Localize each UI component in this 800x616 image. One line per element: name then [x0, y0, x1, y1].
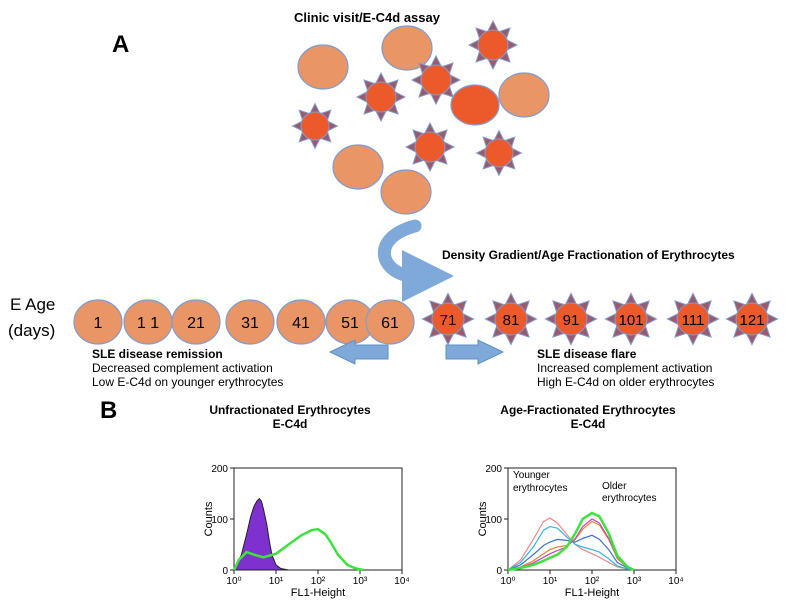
age-cell-label: 41	[292, 315, 310, 332]
young-erythrocyte	[381, 25, 433, 71]
age-cell-label: 101	[618, 312, 643, 329]
age-cell-young	[171, 299, 221, 345]
x-tick-label: 10³	[627, 576, 642, 587]
old-erythrocyte-spiky	[404, 121, 456, 173]
right-arrow	[445, 339, 505, 365]
age-cell-label: 91	[563, 312, 580, 329]
curved-arrow	[377, 219, 454, 302]
histogram-line-series	[507, 517, 635, 571]
age-cell-label: 81	[503, 312, 520, 329]
remission-line2: Low E-C4d on younger erythrocytes	[92, 375, 283, 389]
x-tick-label: 10⁰	[226, 576, 241, 587]
age-cell-label: 51	[341, 315, 359, 332]
flare-line2: High E-C4d on older erythrocytes	[537, 375, 714, 389]
age-fractionated-histogram: 0 100 200 10⁰ 10¹ 10² 10³ 10⁴ FL1-Height Counts	[477, 464, 684, 599]
x-tick-label: 10²	[311, 576, 326, 587]
young-erythrocyte	[498, 72, 550, 118]
age-cell-old	[666, 292, 720, 346]
old-erythrocyte-spiky	[291, 102, 339, 150]
age-cell-young	[276, 299, 326, 345]
left-arrow	[328, 339, 389, 365]
days-label: (days)	[8, 321, 55, 340]
old-erythrocyte-spiky	[467, 19, 519, 71]
x-tick-label: 10²	[585, 576, 600, 587]
age-cell-label: 111	[682, 312, 705, 329]
older-label-2: erythrocytes	[602, 493, 656, 504]
age-cell-old	[421, 292, 475, 346]
age-cell-old	[484, 292, 538, 346]
histogram-line-series	[507, 534, 635, 571]
young-erythrocyte	[380, 169, 432, 215]
histogram-line-series	[507, 520, 635, 571]
younger-label-1: Younger	[513, 470, 551, 481]
y-tick-label: 0	[222, 566, 228, 577]
old-erythrocyte-spiky	[355, 71, 407, 123]
age-cell-old	[725, 292, 779, 346]
x-tick-label: 10¹	[269, 576, 284, 587]
x-tick-label: 10⁴	[394, 576, 409, 587]
age-cell-label: 1	[94, 315, 103, 332]
histogram-line-series	[507, 511, 635, 572]
right-chart-subtitle: E-C4d	[571, 417, 606, 431]
gradient-label: Density Gradient/Age Fractionation of Er…	[442, 248, 735, 262]
left-chart-subtitle: E-C4d	[273, 417, 308, 431]
age-cell-young	[73, 299, 123, 345]
x-tick-label: 10⁰	[500, 576, 515, 587]
erythrocyte-cluster	[291, 19, 550, 215]
y-tick-label: 0	[496, 566, 502, 577]
unfractionated-histogram: 0 100 200 10⁰ 10¹ 10² 10³ 10⁴ FL1-Height Counts	[203, 464, 410, 599]
x-axis-label: FL1-Height	[565, 587, 619, 599]
panel-a-label: A	[112, 31, 129, 58]
remission-line1: Decreased complement activation	[92, 361, 273, 375]
age-cell-label: 121	[739, 312, 764, 329]
x-tick-label: 10⁴	[668, 576, 683, 587]
e-age-label: E Age	[10, 295, 55, 314]
left-chart-title: Unfractionated Erythrocytes	[209, 403, 371, 417]
age-cell-young	[225, 299, 275, 345]
age-cell-label: 1 1	[137, 315, 159, 332]
flare-title: SLE disease flare	[537, 347, 637, 361]
age-cell-young	[365, 299, 415, 345]
old-erythrocyte	[450, 84, 500, 126]
right-chart-title: Age-Fractionated Erythrocytes	[500, 403, 676, 417]
younger-label-2: erythrocytes	[513, 483, 567, 494]
young-erythrocyte	[332, 144, 384, 190]
x-tick-label: 10¹	[543, 576, 558, 587]
y-tick-label: 100	[485, 515, 502, 526]
old-erythrocyte-spiky	[410, 54, 462, 106]
older-label-1: Older	[602, 481, 627, 492]
y-tick-label: 100	[211, 515, 228, 526]
old-erythrocyte-spiky	[475, 129, 523, 177]
age-cell-label: 71	[440, 312, 457, 329]
age-cell-label: 61	[381, 315, 399, 332]
panel-a-title: Clinic visit/E-C4d assay	[294, 10, 441, 25]
age-cell-old	[604, 292, 658, 346]
age-cell-label: 21	[187, 315, 205, 332]
y-tick-label: 200	[485, 464, 502, 475]
panel-b-label: B	[100, 397, 117, 424]
x-tick-label: 10³	[353, 576, 368, 587]
young-erythrocyte	[297, 44, 349, 90]
flare-line1: Increased complement activation	[537, 361, 712, 375]
histogram-line-series	[232, 527, 364, 572]
age-cell-label: 31	[241, 315, 259, 332]
y-tick-label: 200	[211, 464, 228, 475]
y-axis-label: Counts	[477, 501, 489, 536]
x-axis-label: FL1-Height	[291, 587, 345, 599]
histogram-area-series	[233, 497, 289, 571]
y-axis-label: Counts	[203, 501, 215, 536]
remission-title: SLE disease remission	[92, 347, 223, 361]
age-cell-old	[544, 292, 598, 346]
histogram-line-series	[507, 518, 635, 571]
histogram-line-series	[507, 525, 635, 571]
